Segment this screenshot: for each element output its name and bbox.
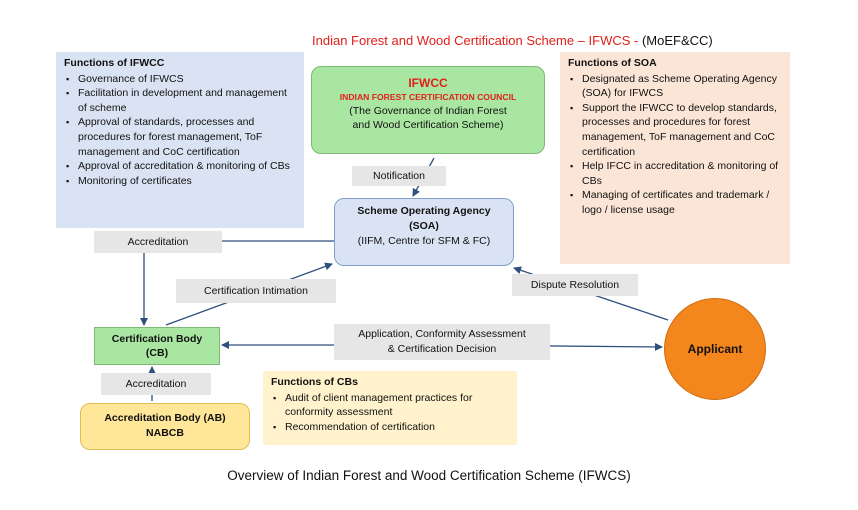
list-item: Approval of accreditation & monitoring o…	[66, 159, 296, 174]
list-item: Approval of standards, processes and pro…	[66, 115, 296, 159]
ifwcc-node-desc-line2: and Wood Certification Scheme)	[352, 119, 504, 131]
list-item: Support the IFWCC to develop standards, …	[570, 101, 782, 159]
applicant-node: Applicant	[664, 298, 766, 400]
ifwcc-node-subtitle: INDIAN FOREST CERTIFICATION COUNCIL	[339, 92, 517, 102]
label-accreditation-top: Accreditation	[94, 231, 222, 253]
list-item: Facilitation in development and manageme…	[66, 86, 296, 115]
cb-node-line1: Certification Body	[111, 333, 203, 345]
soa-functions-panel: Functions of SOA Designated as Scheme Op…	[560, 52, 790, 264]
accreditation-body-node: Accreditation Body (AB) NABCB	[80, 403, 250, 450]
label-application-line2: & Certification Decision	[387, 343, 497, 355]
list-item: Governance of IFWCS	[66, 72, 296, 87]
soa-node-line1: Scheme Operating Agency	[357, 205, 491, 217]
list-item: Help IFCC in accreditation & monitoring …	[570, 159, 782, 188]
label-certification-intimation: Certification Intimation	[176, 279, 336, 303]
label-dispute-resolution: Dispute Resolution	[512, 274, 638, 296]
soa-node: Scheme Operating Agency (SOA) (IIFM, Cen…	[334, 198, 514, 266]
title-sub: (MoEF&CC)	[641, 33, 713, 48]
applicant-label: Applicant	[687, 342, 743, 356]
cb-functions-panel: Functions of CBs Audit of client managem…	[263, 371, 517, 445]
list-item: Recommendation of certification	[273, 420, 509, 435]
list-item: Audit of client management practices for…	[273, 391, 509, 420]
label-application-conformity: Application, Conformity Assessment & Cer…	[334, 324, 550, 360]
label-notification: Notification	[352, 166, 446, 186]
title-main: Indian Forest and Wood Certification Sch…	[312, 33, 639, 48]
ifwcc-node-title: IFWCC	[408, 76, 448, 90]
list-item: Designated as Scheme Operating Agency (S…	[570, 72, 782, 101]
ifwcc-functions-panel: Functions of IFWCC Governance of IFWCS F…	[56, 52, 304, 228]
soa-node-line3: (IIFM, Centre for SFM & FC)	[357, 235, 491, 247]
diagram-title: Indian Forest and Wood Certification Sch…	[312, 33, 713, 48]
cb-functions-list: Audit of client management practices for…	[271, 391, 509, 435]
cb-functions-heading: Functions of CBs	[271, 376, 358, 388]
figure-caption: Overview of Indian Forest and Wood Certi…	[227, 468, 631, 483]
ifwcc-node-desc-line1: (The Governance of Indian Forest	[349, 105, 507, 117]
list-item: Managing of certificates and trademark /…	[570, 188, 782, 217]
soa-functions-heading: Functions of SOA	[568, 57, 657, 69]
label-application-line1: Application, Conformity Assessment	[358, 328, 526, 340]
certification-body-node: Certification Body (CB)	[94, 327, 220, 365]
ifwcc-functions-heading: Functions of IFWCC	[64, 57, 165, 69]
soa-node-line2: (SOA)	[409, 220, 439, 232]
label-accreditation-bottom: Accreditation	[101, 373, 211, 395]
cb-node-line2: (CB)	[145, 347, 169, 359]
soa-functions-list: Designated as Scheme Operating Agency (S…	[568, 72, 782, 218]
ifwcc-node: IFWCC INDIAN FOREST CERTIFICATION COUNCI…	[311, 66, 545, 154]
ifwcc-functions-list: Governance of IFWCS Facilitation in deve…	[64, 72, 296, 189]
list-item: Monitoring of certificates	[66, 174, 296, 189]
ab-node-line2: NABCB	[146, 427, 184, 439]
ab-node-line1: Accreditation Body (AB)	[104, 412, 226, 424]
